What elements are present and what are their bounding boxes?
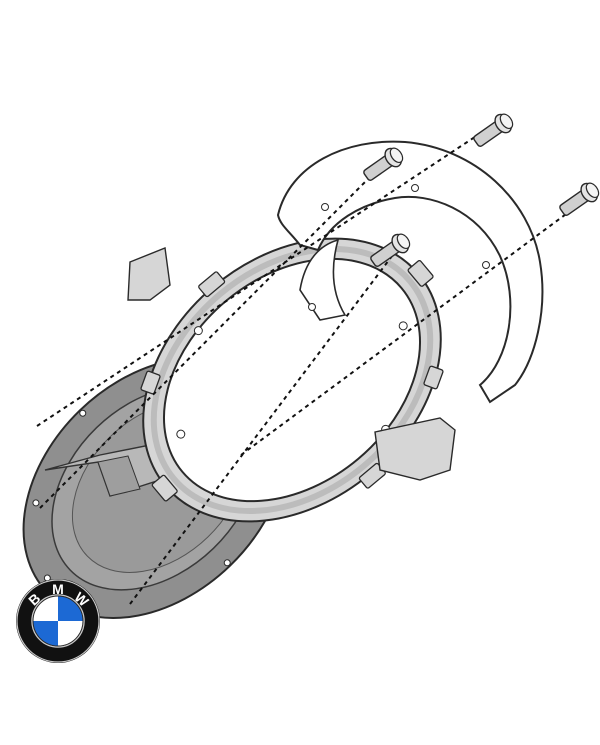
top-flange [276, 140, 544, 404]
bolt-3 [559, 182, 600, 216]
bolts [363, 113, 600, 267]
bolt-1 [473, 113, 514, 147]
logo-letter-m: M [52, 581, 64, 597]
bmw-logo: B M W [16, 579, 100, 663]
bolt-2 [363, 147, 404, 181]
bolt-4 [370, 233, 411, 267]
assembly-lines [36, 124, 586, 605]
